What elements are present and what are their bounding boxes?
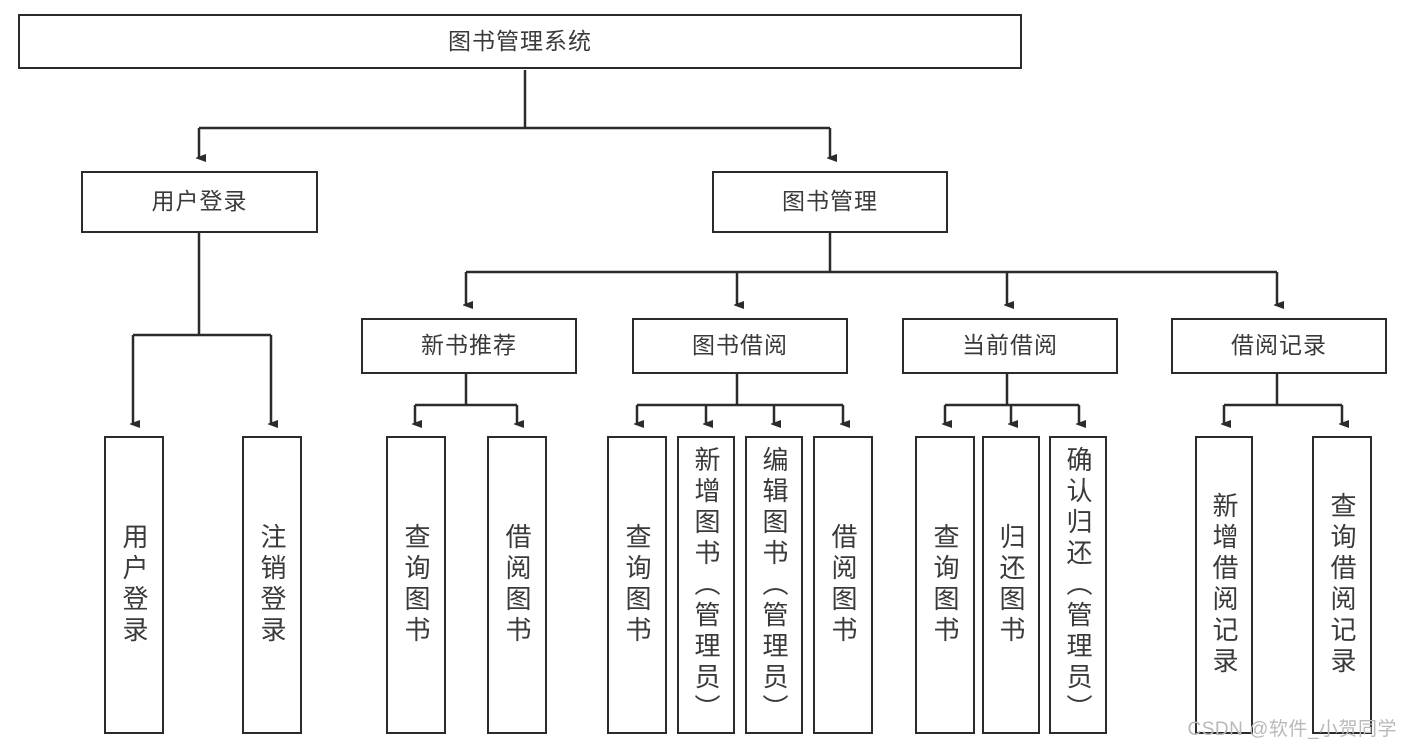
node-label: 查询图书 — [401, 523, 431, 647]
node-label: 查询图书 — [622, 523, 652, 647]
node-label: 注销登录 — [257, 523, 287, 647]
leaf-recommend-query-book[interactable]: 查询图书 — [386, 436, 446, 734]
node-borrow-record[interactable]: 借阅记录 — [1171, 318, 1387, 374]
node-label: 新书推荐 — [421, 332, 517, 359]
leaf-current-confirm-return-admin[interactable]: 确认归还（管理员） — [1049, 436, 1107, 734]
leaf-borrow-edit-book-admin[interactable]: 编辑图书（管理员） — [745, 436, 803, 734]
leaf-borrow-query-book[interactable]: 查询图书 — [607, 436, 667, 734]
node-label: 用户登录 — [119, 523, 149, 647]
leaf-borrow-borrow-book[interactable]: 借阅图书 — [813, 436, 873, 734]
node-label: 借阅图书 — [502, 523, 532, 647]
node-root-library-system[interactable]: 图书管理系统 — [18, 14, 1022, 69]
node-label: 图书管理系统 — [448, 27, 592, 54]
node-book-borrow[interactable]: 图书借阅 — [632, 318, 848, 374]
leaf-record-query-record[interactable]: 查询借阅记录 — [1312, 436, 1372, 734]
node-label: 确认归还（管理员） — [1063, 446, 1093, 725]
watermark-text: CSDN @软件_小贺同学 — [1187, 719, 1397, 740]
node-label: 借阅图书 — [828, 523, 858, 647]
leaf-user-login-login[interactable]: 用户登录 — [104, 436, 164, 734]
node-label: 查询借阅记录 — [1327, 492, 1357, 678]
node-label: 归还图书 — [996, 523, 1026, 647]
node-label: 图书管理 — [782, 188, 878, 215]
leaf-current-query-book[interactable]: 查询图书 — [915, 436, 975, 734]
node-label: 查询图书 — [930, 523, 960, 647]
leaf-recommend-borrow-book[interactable]: 借阅图书 — [487, 436, 547, 734]
node-label: 借阅记录 — [1231, 332, 1327, 359]
node-label: 当前借阅 — [962, 332, 1058, 359]
node-label: 新增借阅记录 — [1209, 492, 1239, 678]
node-label: 用户登录 — [151, 188, 248, 215]
node-label: 新增图书（管理员） — [691, 446, 721, 725]
node-book-management[interactable]: 图书管理 — [712, 171, 948, 233]
node-label: 编辑图书（管理员） — [759, 446, 789, 725]
node-current-borrow[interactable]: 当前借阅 — [902, 318, 1118, 374]
leaf-current-return-book[interactable]: 归还图书 — [982, 436, 1040, 734]
leaf-borrow-add-book-admin[interactable]: 新增图书（管理员） — [677, 436, 735, 734]
node-new-book-recommend[interactable]: 新书推荐 — [361, 318, 577, 374]
leaf-record-add-record[interactable]: 新增借阅记录 — [1195, 436, 1253, 734]
node-user-login[interactable]: 用户登录 — [81, 171, 318, 233]
leaf-user-login-logout[interactable]: 注销登录 — [242, 436, 302, 734]
node-label: 图书借阅 — [692, 332, 788, 359]
